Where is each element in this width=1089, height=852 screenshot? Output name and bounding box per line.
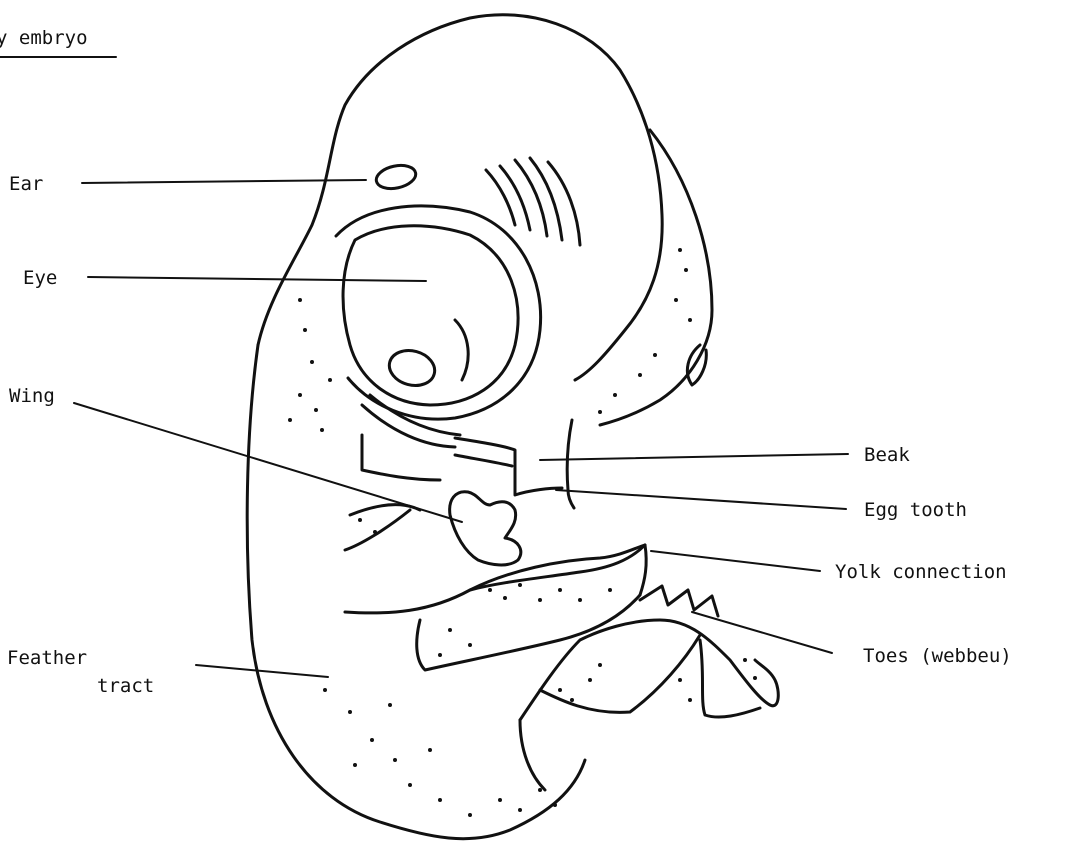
- leader-wing: [74, 403, 462, 522]
- yolk-band-end: [640, 545, 646, 595]
- diagram-title: y embryo: [0, 27, 88, 49]
- foot-shape: [700, 640, 760, 717]
- wing-base: [345, 510, 410, 550]
- leader-egg-tooth: [556, 490, 846, 509]
- yolk-stalk: [345, 545, 645, 613]
- label-feather-line2: tract: [97, 675, 154, 697]
- eye-inner-curve: [455, 320, 468, 380]
- label-feather-line1: Feather: [7, 647, 87, 669]
- label-egg-tooth: Egg tooth: [864, 499, 967, 521]
- beak-lower: [455, 455, 512, 466]
- leader-yolk: [651, 551, 820, 571]
- body-outline: [247, 345, 585, 839]
- ear-shape: [374, 162, 418, 192]
- eye-pupil: [385, 346, 438, 391]
- leg-lower: [520, 720, 545, 790]
- eye-outer-arc: [336, 206, 541, 419]
- toes-zigzag: [640, 586, 718, 616]
- yolk-band-bottom: [417, 595, 640, 670]
- label-ear: Ear: [9, 173, 43, 195]
- leader-eye: [88, 277, 426, 281]
- feather-stipple: [288, 248, 757, 817]
- embryo-drawing: [247, 15, 778, 839]
- label-eye: Eye: [23, 267, 57, 289]
- label-yolk-connection: Yolk connection: [835, 561, 1007, 583]
- leader-beak: [540, 454, 848, 460]
- eyelid-lower-2: [362, 405, 455, 447]
- leader-feather: [196, 665, 328, 677]
- wing-shape: [450, 492, 521, 565]
- yolk-band-top: [470, 545, 645, 590]
- label-wing: Wing: [9, 385, 55, 407]
- eyelid-lower-1: [370, 395, 460, 435]
- label-toes: Toes (webbeu): [863, 645, 1012, 667]
- beak-ridge: [567, 420, 574, 508]
- leg-inner: [540, 635, 700, 712]
- leg-outline: [520, 620, 778, 720]
- leader-toes: [692, 612, 832, 653]
- label-beak: Beak: [864, 444, 910, 466]
